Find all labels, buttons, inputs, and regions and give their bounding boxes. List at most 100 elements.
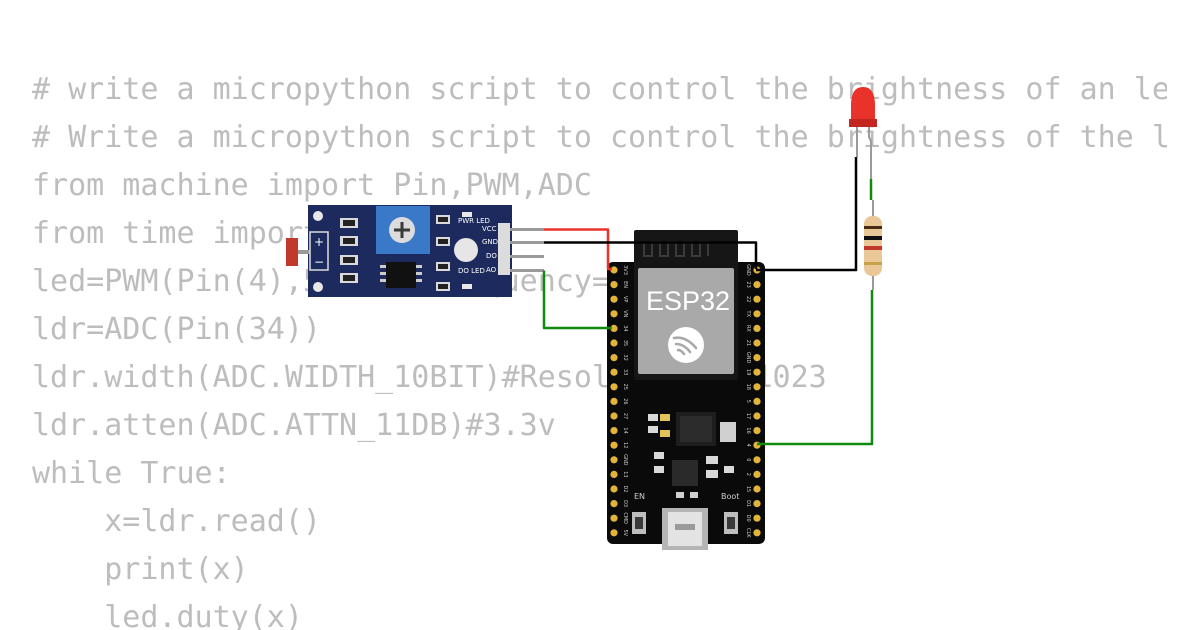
pin-label: 21 <box>745 340 751 346</box>
pin-label: 16 <box>745 427 751 433</box>
code-background: # write a micropython script to control … <box>32 66 1167 630</box>
wire-gnd-led-black[interactable] <box>756 157 858 272</box>
pin-pad[interactable] <box>610 368 618 376</box>
header-pin-ao[interactable] <box>510 269 544 272</box>
pin-pad[interactable] <box>610 427 618 435</box>
pin-pad[interactable] <box>610 412 618 420</box>
smd-component <box>720 422 736 442</box>
pin-label: VP <box>622 296 628 302</box>
header-pin-gnd[interactable] <box>510 241 544 244</box>
pin-pad[interactable] <box>610 514 618 522</box>
pin-pad[interactable] <box>610 339 618 347</box>
pin-label: GND <box>622 454 628 466</box>
pin-pad[interactable] <box>753 281 761 289</box>
pwr-led <box>462 212 472 217</box>
indicator-led <box>454 238 478 262</box>
pin-label: 4 <box>745 444 751 447</box>
pin-pad[interactable] <box>753 412 761 420</box>
pin-label: 23 <box>745 281 751 287</box>
do-led-label: DO LED <box>458 267 485 275</box>
esp32-label: ESP32 <box>646 286 730 316</box>
wire-gpio4-green[interactable] <box>757 290 874 446</box>
mount-hole <box>313 211 323 221</box>
photoresistor <box>286 238 298 266</box>
esp32-devkit[interactable]: ESP32 3V3ENVPVN343532332526271412GND13D2… <box>607 230 765 550</box>
pin-pad[interactable] <box>610 441 618 449</box>
espressif-logo-icon <box>668 327 704 363</box>
resistor[interactable] <box>864 200 882 290</box>
pin-pad[interactable] <box>610 266 618 274</box>
pin-pad[interactable] <box>753 383 761 391</box>
pin-pad[interactable] <box>753 295 761 303</box>
pin-label: 35 <box>622 340 628 346</box>
pin-pad[interactable] <box>753 485 761 493</box>
minus-label: − <box>314 255 324 269</box>
pin-pad[interactable] <box>610 500 618 508</box>
wire-ao-green[interactable] <box>542 270 612 330</box>
smd-component-body <box>438 264 448 269</box>
rf-shield <box>638 268 734 374</box>
pin-pad[interactable] <box>753 368 761 376</box>
header-pin-do[interactable] <box>510 255 544 258</box>
pin-label: D1 <box>745 500 751 507</box>
pin-pad[interactable] <box>610 354 618 362</box>
left-pin-header: 3V3ENVPVN343532332526271412GND13D2D3CMD5… <box>610 265 628 537</box>
pin-pad[interactable] <box>753 339 761 347</box>
pin-pad[interactable] <box>610 485 618 493</box>
smd-component-body <box>343 238 355 244</box>
pin-label-gnd: GND <box>482 238 498 246</box>
pin-pad[interactable] <box>753 470 761 478</box>
pin-pad[interactable] <box>610 529 618 537</box>
smd-led <box>660 430 670 437</box>
pin-pad[interactable] <box>753 310 761 318</box>
code-line: from machine import Pin,PWM,ADC <box>32 168 592 203</box>
pin-label: CMD <box>622 512 628 524</box>
pin-pad[interactable] <box>610 281 618 289</box>
code-line: # Write a micropython script to control … <box>32 120 1167 155</box>
wire-vcc-red[interactable] <box>544 228 612 271</box>
mount-hole <box>313 282 323 292</box>
knob-cross-icon <box>394 222 410 238</box>
pin-pad[interactable] <box>610 324 618 332</box>
pin-pad[interactable] <box>610 310 618 318</box>
smd-led <box>660 414 670 421</box>
pin-pad[interactable] <box>610 295 618 303</box>
pin-pad[interactable] <box>753 456 761 464</box>
pin-pad[interactable] <box>610 383 618 391</box>
pin-pad[interactable] <box>753 529 761 537</box>
pin-label: CLK <box>745 528 751 538</box>
pin-pad[interactable] <box>753 324 761 332</box>
smd-component <box>648 426 658 433</box>
en-button-cap[interactable] <box>635 517 643 529</box>
pin-label-vcc: VCC <box>482 225 497 233</box>
boot-button-cap[interactable] <box>727 517 735 529</box>
pin-label: GND <box>745 352 751 364</box>
smd-component <box>654 452 664 459</box>
ldr-sensor-module[interactable]: + − PWR LED DO LED <box>286 205 544 297</box>
pin-pad[interactable] <box>753 397 761 405</box>
pin-pad[interactable] <box>753 427 761 435</box>
pin-pad[interactable] <box>610 470 618 478</box>
ic-pin <box>416 272 422 275</box>
red-led[interactable] <box>849 87 877 179</box>
pin-label: 34 <box>622 325 628 331</box>
header-pin-vcc[interactable] <box>510 228 544 231</box>
wires <box>542 157 874 446</box>
boot-label: Boot <box>721 492 739 501</box>
pin-label: 32 <box>622 354 628 360</box>
smd-component-body <box>343 275 355 281</box>
pin-pad[interactable] <box>753 514 761 522</box>
pin-pad[interactable] <box>753 354 761 362</box>
pwr-led-label: PWR LED <box>458 217 490 225</box>
ic-pin <box>416 265 422 268</box>
pin-pad[interactable] <box>610 397 618 405</box>
wire-gnd-black[interactable] <box>544 241 758 270</box>
pin-pad[interactable] <box>610 456 618 464</box>
pin-pad[interactable] <box>753 500 761 508</box>
resistor-band <box>864 262 882 265</box>
pin-header <box>498 223 510 275</box>
antenna-trace <box>643 241 709 257</box>
pin-label: TX <box>745 310 751 318</box>
